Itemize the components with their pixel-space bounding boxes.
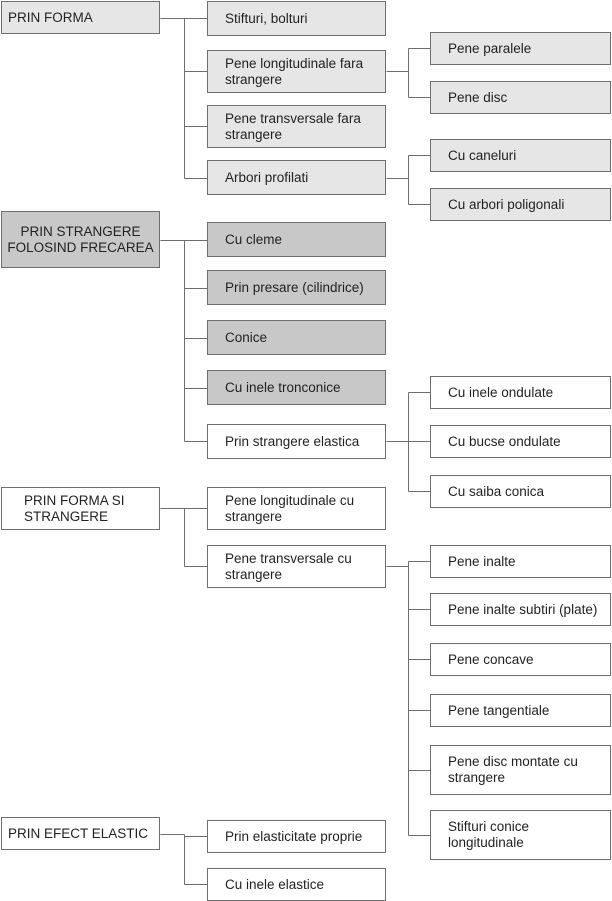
category-prin-forma: PRIN FORMA <box>1 1 160 34</box>
item-stifturi-conice-longitudinale: Stifturi conice longitudinale <box>430 810 611 860</box>
item-cu-saiba-conica: Cu saiba conica <box>430 475 611 508</box>
item-cu-bucse-ondulate: Cu bucse ondulate <box>430 425 611 458</box>
item-conice: Conice <box>207 320 386 355</box>
item-cu-arbori-poligonali: Cu arbori poligonali <box>430 188 611 221</box>
item-pene-longitudinale-fara-strangere: Pene longitudinale fara strangere <box>207 50 386 93</box>
item-arbori-profilati: Arbori profilati <box>207 160 386 195</box>
item-pene-concave: Pene concave <box>430 643 611 676</box>
item-prin-presare-cilindrice: Prin presare (cilindrice) <box>207 270 386 305</box>
item-cu-inele-tronconice: Cu inele tronconice <box>207 370 386 405</box>
item-pene-transversale-fara-strangere: Pene transversale fara strangere <box>207 105 386 148</box>
item-cu-inele-elastice: Cu inele elastice <box>207 868 386 901</box>
item-pene-paralele: Pene paralele <box>430 32 611 65</box>
item-cu-cleme: Cu cleme <box>207 222 386 257</box>
category-prin-forma-si-strangere: PRIN FORMA SI STRANGERE <box>1 487 160 530</box>
item-stifturi-bolturi: Stifturi, bolturi <box>207 1 386 36</box>
item-pene-disc: Pene disc <box>430 81 611 114</box>
item-prin-elasticitate-proprie: Prin elasticitate proprie <box>207 820 386 853</box>
item-pene-tangentiale: Pene tangentiale <box>430 694 611 727</box>
item-cu-caneluri: Cu caneluri <box>430 139 611 172</box>
item-pene-longitudinale-cu-strangere: Pene longitudinale cu strangere <box>207 487 386 530</box>
category-prin-efect-elastic: PRIN EFECT ELASTIC <box>1 817 160 850</box>
item-cu-inele-ondulate: Cu inele ondulate <box>430 376 611 409</box>
item-pene-inalte: Pene inalte <box>430 545 611 578</box>
category-prin-strangere-folosind-frecarea: PRIN STRANGERE FOLOSIND FRECAREA <box>1 211 160 268</box>
item-pene-transversale-cu-strangere: Pene transversale cu strangere <box>207 545 386 588</box>
item-pene-disc-montate-cu-strangere: Pene disc montate cu strangere <box>430 745 611 795</box>
item-prin-strangere-elastica: Prin strangere elastica <box>207 424 386 459</box>
item-pene-inalte-subtiri-plate: Pene inalte subtiri (plate) <box>430 593 611 626</box>
